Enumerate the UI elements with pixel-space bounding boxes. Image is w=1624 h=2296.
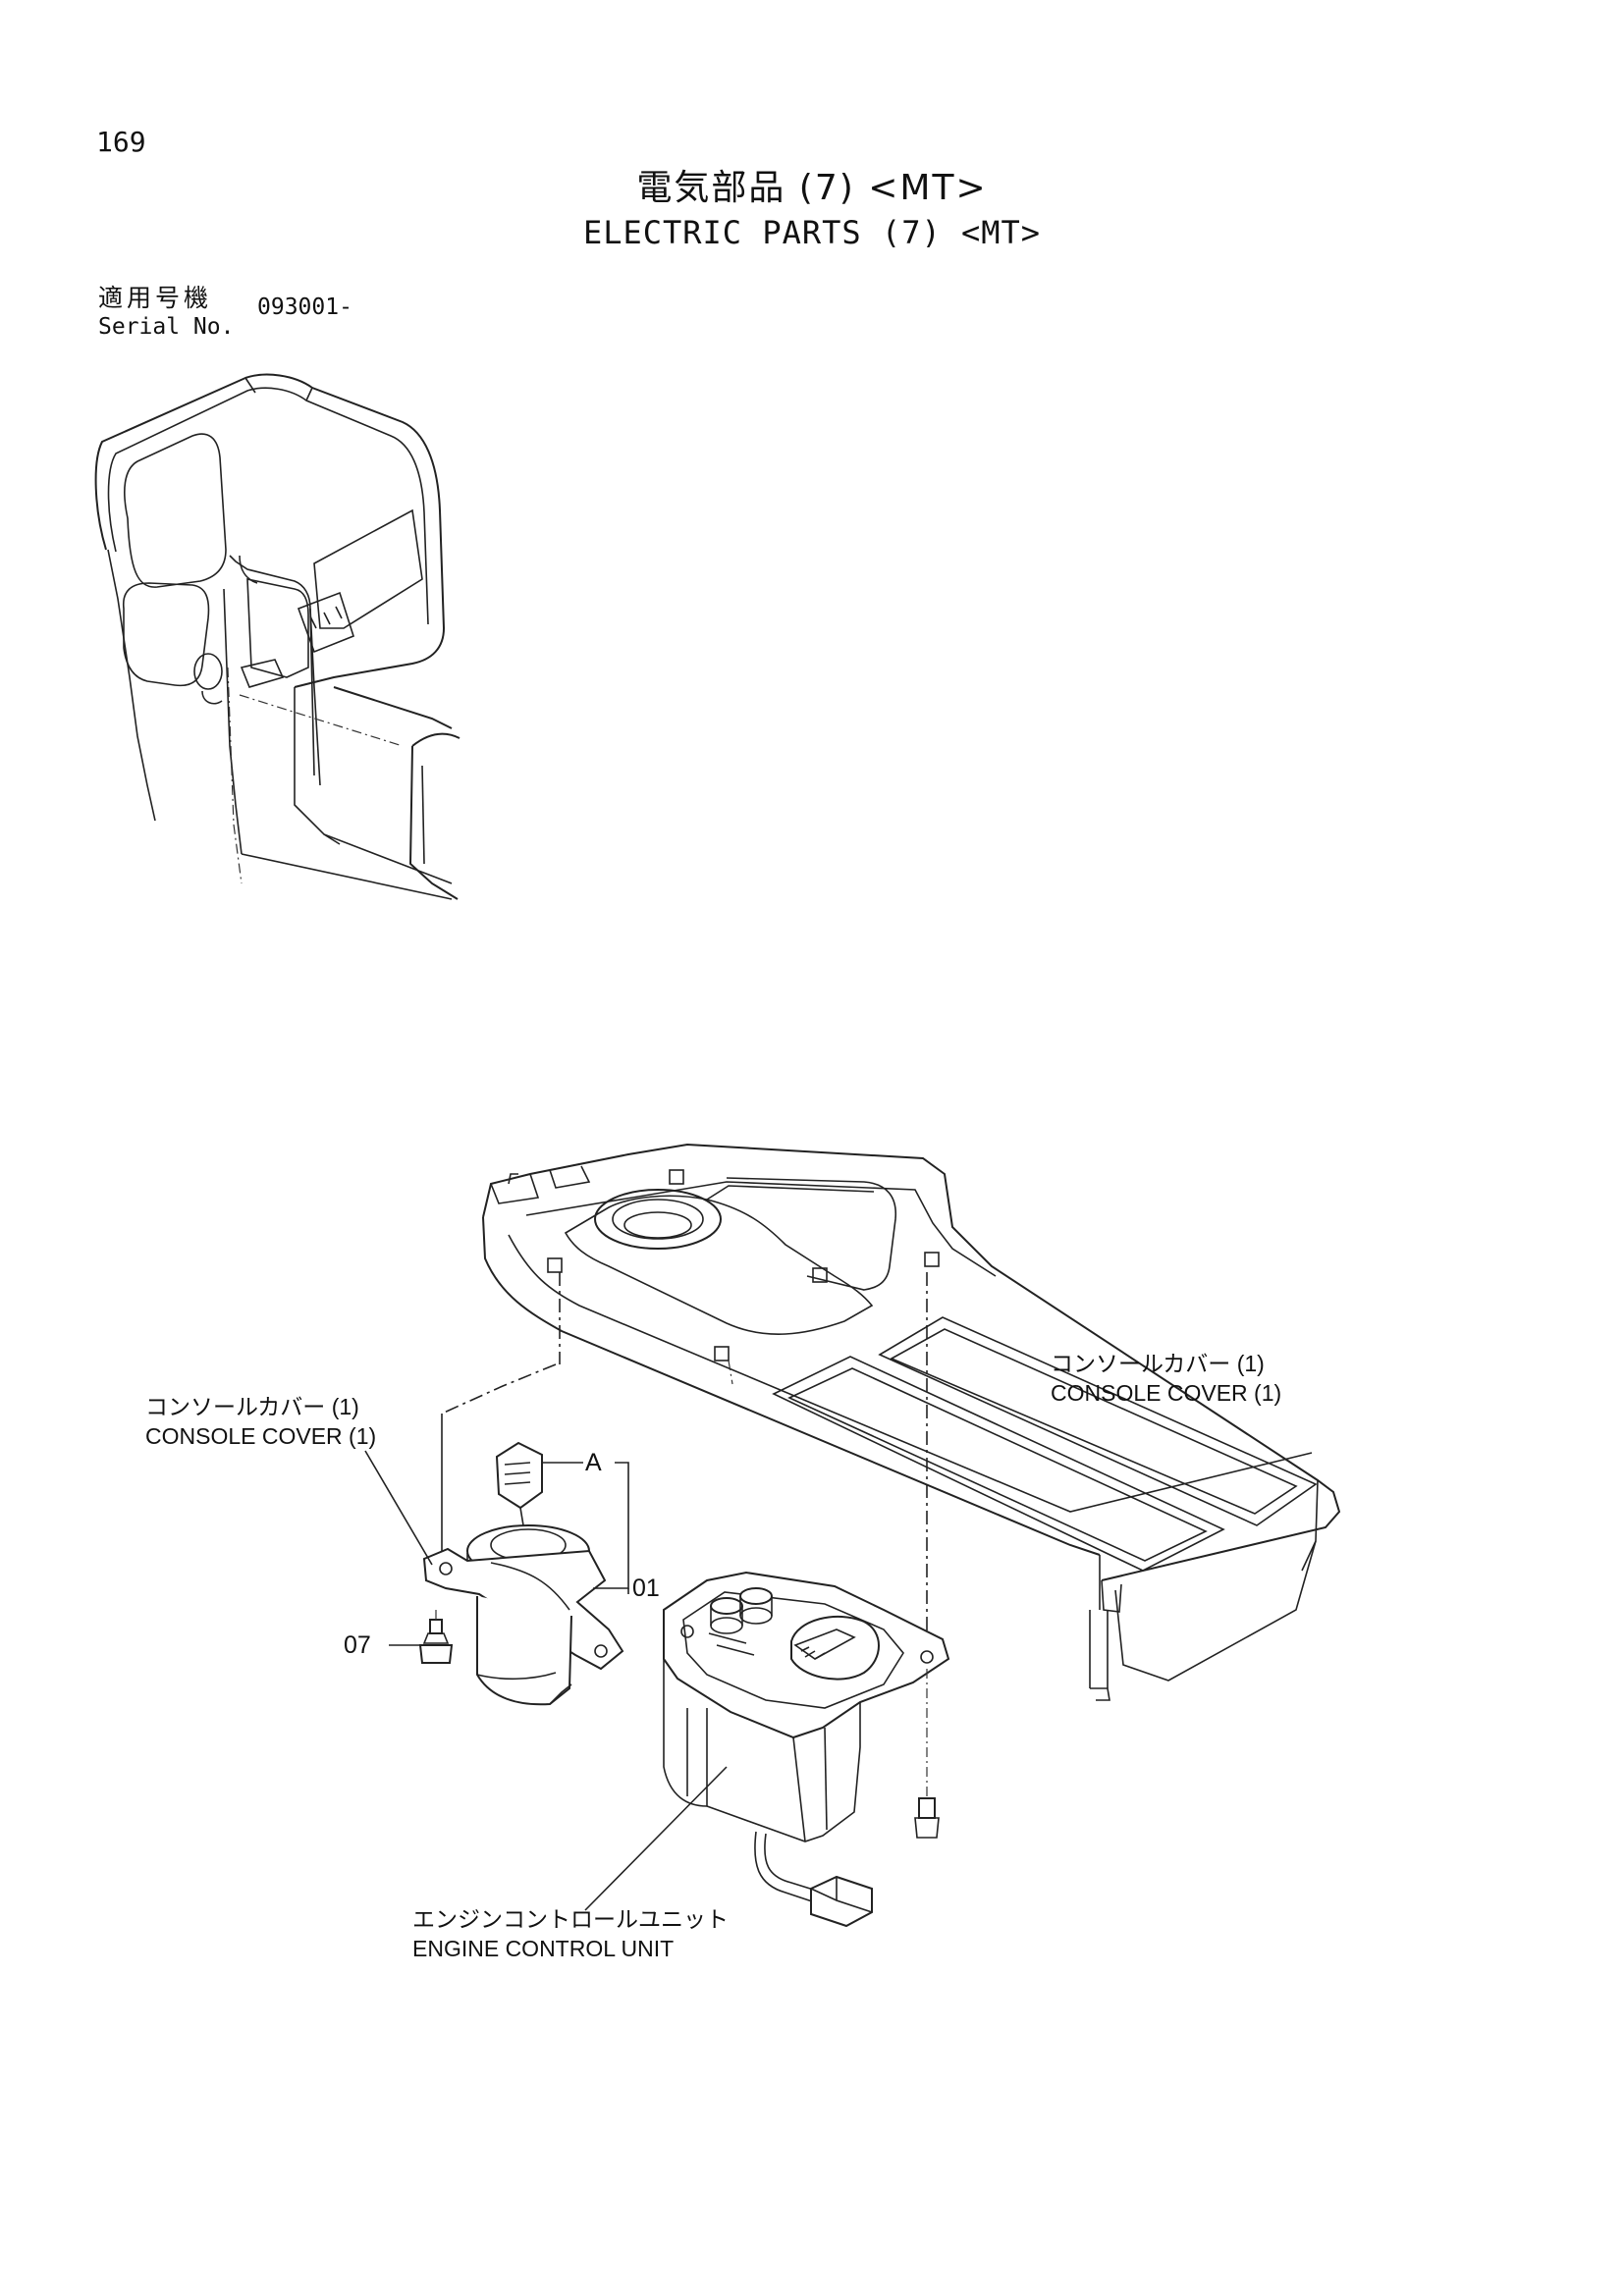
callout-engine-control-unit: エンジンコントロールユニット ENGINE CONTROL UNIT (412, 1904, 729, 1963)
callout-console-cover-right-en: CONSOLE COVER (1) (1051, 1380, 1282, 1406)
serial-label-japanese: 適用号機 (98, 284, 213, 312)
callout-console-cover-left: コンソールカバー (1) CONSOLE COVER (1) (145, 1392, 376, 1451)
callout-console-cover-right: コンソールカバー (1) CONSOLE COVER (1) (1051, 1349, 1281, 1408)
callout-console-cover-left-en: CONSOLE COVER (1) (145, 1423, 377, 1449)
page-number: 169 (96, 126, 146, 158)
callout-engine-control-unit-en: ENGINE CONTROL UNIT (412, 1936, 675, 1961)
page-title-japanese: 電気部品 (7) <MT> (636, 168, 988, 208)
callout-engine-control-unit-jp: エンジンコントロールユニット (412, 1906, 729, 1932)
console-cover-left-leader (364, 1450, 433, 1566)
serial-number-value: 093001- (257, 294, 352, 320)
cab-overview-drawing (94, 373, 460, 900)
part-label-bolt: 07 (344, 1631, 371, 1659)
page-title-english: ELECTRIC PARTS (7) <MT> (582, 214, 1042, 251)
callout-console-cover-left-jp: コンソールカバー (1) (145, 1394, 359, 1419)
key-switch-drawing (389, 1414, 629, 1706)
engine-control-unit-drawing (584, 1571, 950, 1928)
callout-console-cover-right-jp: コンソールカバー (1) (1051, 1351, 1265, 1376)
serial-label-english: Serial No. (98, 314, 235, 340)
console-cover-drawing (441, 1143, 1341, 1701)
part-label-detail-a: A (585, 1449, 602, 1476)
part-label-key-switch: 01 (632, 1575, 660, 1602)
